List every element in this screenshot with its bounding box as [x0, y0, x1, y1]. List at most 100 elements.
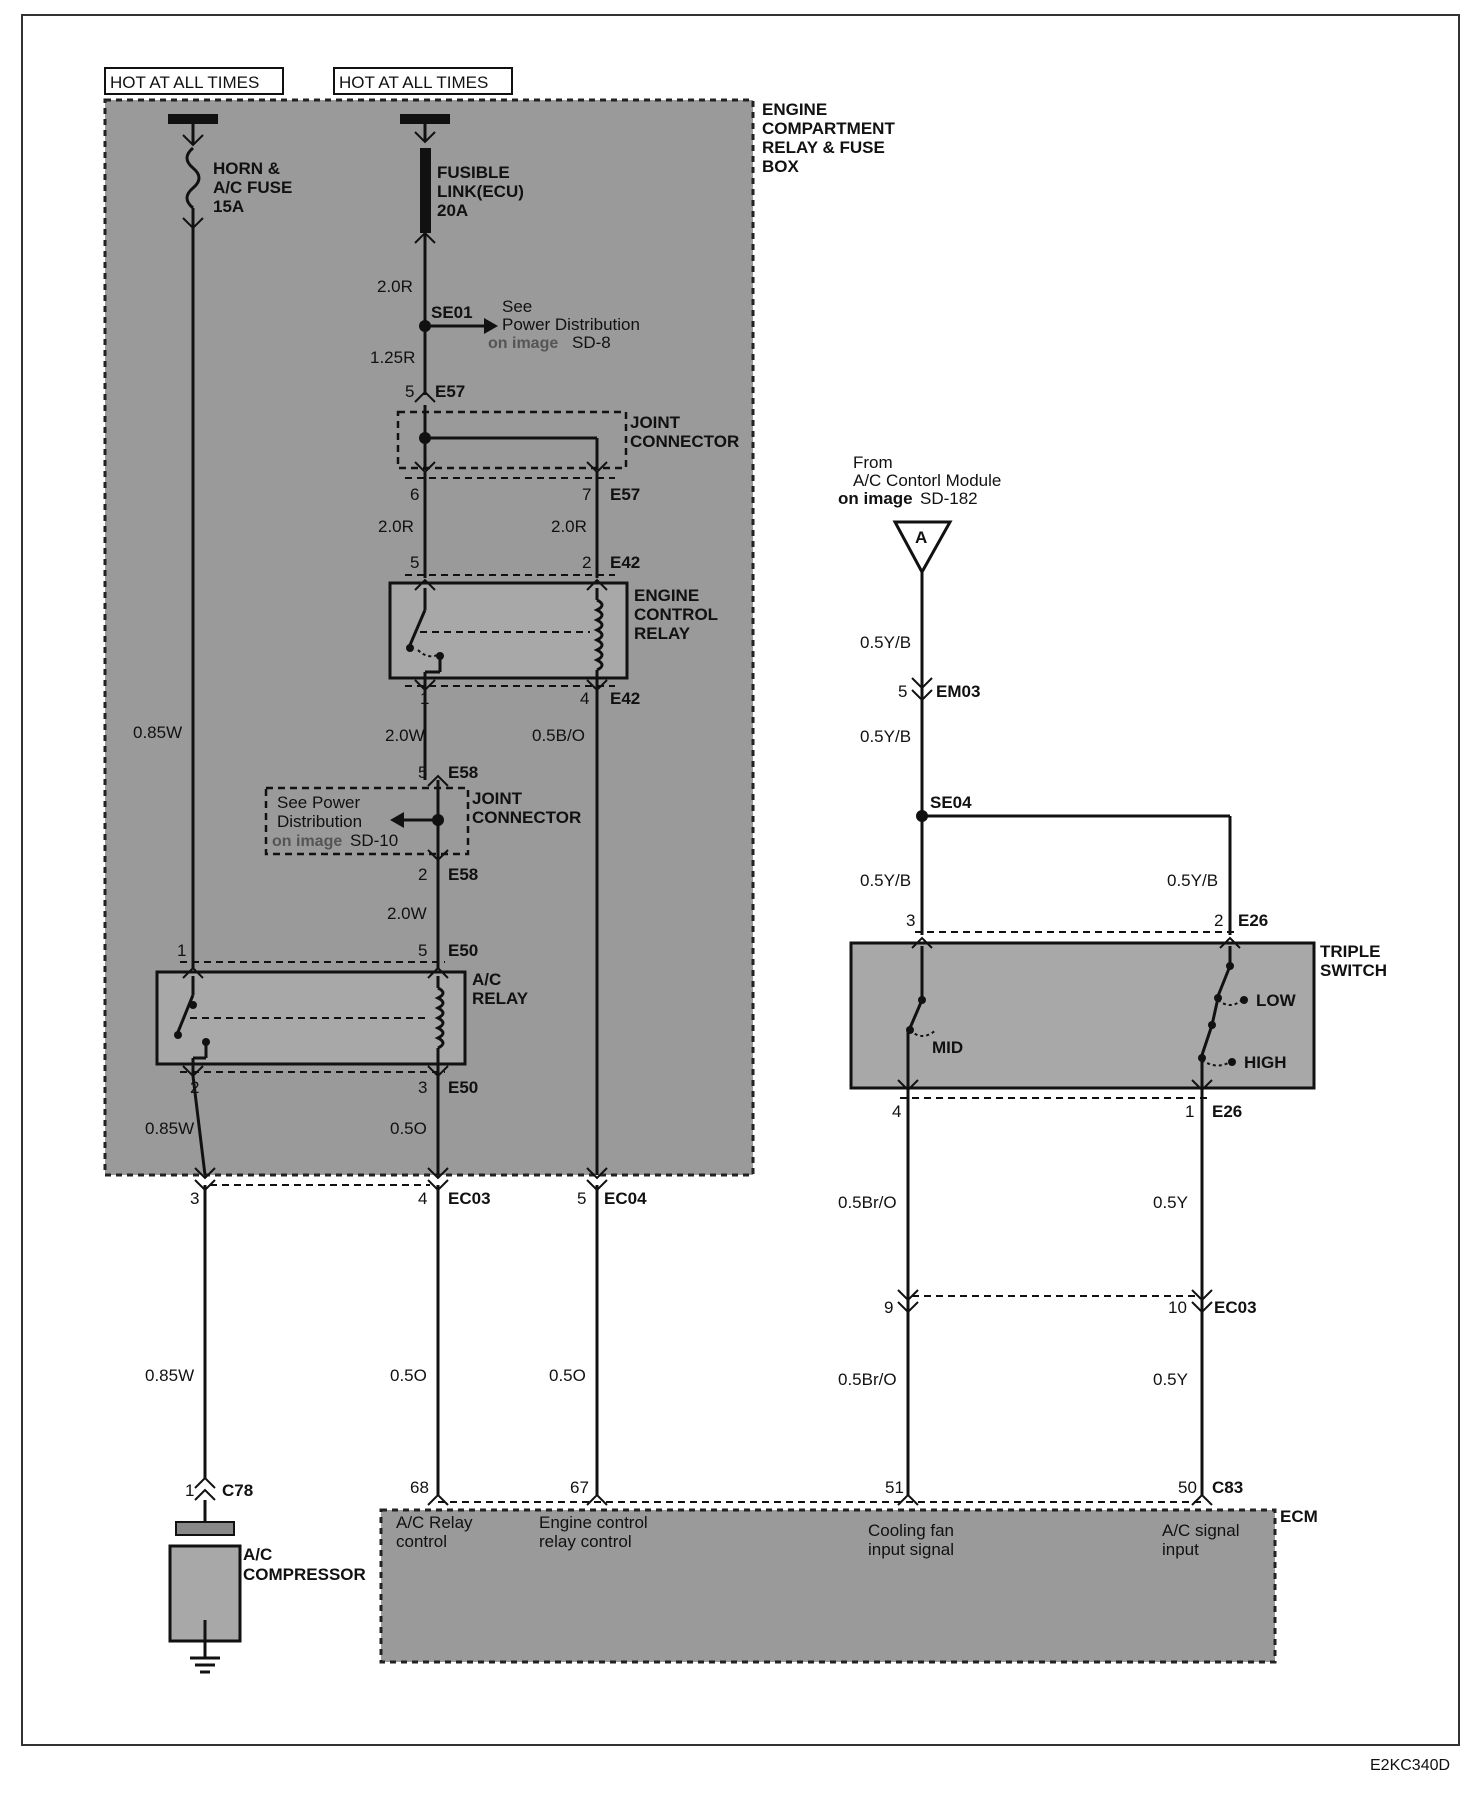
fuse1-label-2: 15A — [213, 197, 244, 216]
wire-label-085w-b: 0.85W — [145, 1119, 194, 1138]
figure-code: E2KC340D — [1370, 1757, 1450, 1774]
sd10-ref: SD-10 — [350, 831, 398, 850]
ac-relay-label-1: RELAY — [472, 989, 529, 1008]
wire-label-125r: 1.25R — [370, 348, 415, 367]
conn-ec04: EC04 — [604, 1189, 647, 1208]
ecm-label: ECM — [1280, 1507, 1318, 1526]
see-pd1-0: See — [502, 297, 532, 316]
pin-3-ec03: 3 — [190, 1189, 199, 1208]
wire-label-05y-a: 0.5Y — [1153, 1193, 1188, 1212]
wire-label-20r-c: 2.0R — [551, 517, 587, 536]
fuse2-label-0: FUSIBLE — [437, 163, 510, 182]
mid-switch-contact — [908, 999, 924, 1029]
fuse2-label-2: 20A — [437, 201, 468, 220]
fuse1-label-0: HORN & — [213, 159, 280, 178]
fuse1-label-1: A/C FUSE — [213, 178, 292, 197]
ecm-pin-fan-1: input signal — [868, 1540, 954, 1559]
conn-c78: C78 — [222, 1481, 253, 1500]
low-switch-contact — [1216, 965, 1232, 997]
wire-label-05yb-d: 0.5Y/B — [1167, 871, 1218, 890]
conn-e58-bottom: E58 — [448, 865, 478, 884]
ac-relay-label-0: A/C — [472, 970, 501, 989]
conn-e26-bottom: E26 — [1212, 1102, 1242, 1121]
pin-9-ec03: 9 — [884, 1298, 893, 1317]
se01-label: SE01 — [431, 303, 473, 322]
hot-label-1: HOT AT ALL TIMES — [110, 73, 259, 92]
triple-switch — [849, 941, 1316, 1090]
connector-a-label: A — [915, 528, 927, 547]
ecm-pin-ecr-1: relay control — [539, 1532, 632, 1551]
pin-6: 6 — [410, 485, 419, 504]
jc2-label-0: JOINT — [472, 789, 523, 808]
pin-5-e57: 5 — [405, 382, 414, 401]
low-label: LOW — [1256, 991, 1297, 1010]
wire-label-20r-b: 2.0R — [378, 517, 414, 536]
ecm-pin-ac-relay-1: control — [396, 1532, 447, 1551]
ecm-pin-fan-0: Cooling fan — [868, 1521, 954, 1540]
wire-label-05o-b: 0.5O — [390, 1366, 427, 1385]
hot-box-2 — [333, 67, 513, 95]
hot-box-1 — [104, 67, 284, 95]
from-acm-0: From — [853, 453, 893, 472]
from-acm-1: A/C Contorl Module — [853, 471, 1001, 490]
compressor-label-1: COMPRESSOR — [243, 1565, 366, 1584]
pin-5-ec04: 5 — [577, 1189, 586, 1208]
ecr-label-2: RELAY — [634, 624, 691, 643]
pin-4-e26: 4 — [892, 1102, 901, 1121]
high-label: HIGH — [1244, 1053, 1287, 1072]
pin-10-ec03: 10 — [1168, 1298, 1187, 1317]
high-switch-contact — [1200, 1024, 1214, 1056]
pin-2-e58: 2 — [418, 865, 427, 884]
ecm-pin-ac-signal-0: A/C signal — [1162, 1521, 1239, 1540]
pin-5-e58: 5 — [418, 763, 427, 782]
pin-5-e42: 5 — [410, 553, 419, 572]
ecr-label-1: CONTROL — [634, 605, 718, 624]
fusible-link-icon — [420, 148, 431, 233]
pin-1-e50: 1 — [177, 941, 186, 960]
ecm-pin-ac-signal-1: input — [1162, 1540, 1199, 1559]
relay-coil-icon — [593, 598, 604, 672]
hot-label-2: HOT AT ALL TIMES — [339, 73, 488, 92]
wire-label-085w-a: 0.85W — [133, 723, 182, 742]
wire-label-05o-a: 0.5O — [390, 1119, 427, 1138]
wire-label-20w-b: 2.0W — [387, 904, 427, 923]
connector-a-triangle — [892, 520, 953, 576]
wire-label-05bro-a: 0.5Br/O — [838, 1193, 897, 1212]
bus-bar-2 — [400, 114, 450, 124]
ecrfb-label-0: ENGINE — [762, 100, 827, 119]
pin-5-em03: 5 — [898, 682, 907, 701]
pin-4-e42: 4 — [580, 689, 589, 708]
wire-label-05yb-b: 0.5Y/B — [860, 727, 911, 746]
ecr-label-0: ENGINE — [634, 586, 699, 605]
conn-ec03-left: EC03 — [448, 1189, 491, 1208]
joint-connector-e58 — [264, 786, 470, 856]
wire-label-20w-a: 2.0W — [385, 726, 425, 745]
conn-e57-top: E57 — [435, 382, 465, 401]
conn-ec03-right: EC03 — [1214, 1298, 1257, 1317]
wire-label-20r-a: 2.0R — [377, 277, 413, 296]
wire-label-05y-b: 0.5Y — [1153, 1370, 1188, 1389]
sd8-ref: SD-8 — [572, 333, 611, 352]
jc1-label-1: CONNECTOR — [630, 432, 739, 451]
ac-relay-switch-contact — [176, 994, 195, 1033]
see-pd2-0: See Power — [277, 793, 360, 812]
ecrfb-label-3: BOX — [762, 157, 800, 176]
wire-label-05bo: 0.5B/O — [532, 726, 585, 745]
sd182-ref: SD-182 — [920, 489, 978, 508]
conn-e26-top: E26 — [1238, 911, 1268, 930]
pin-2-e26: 2 — [1214, 911, 1223, 930]
see-pd1-1: Power Distribution — [502, 315, 640, 334]
pin-1-e26: 1 — [1185, 1102, 1194, 1121]
se04-label: SE04 — [930, 793, 972, 812]
pin-3-e50: 3 — [418, 1078, 427, 1097]
compressor-clutch-icon — [175, 1521, 235, 1536]
ecrfb-label-2: RELAY & FUSE — [762, 138, 885, 157]
conn-e58-top: E58 — [448, 763, 478, 782]
pin-50: 50 — [1178, 1478, 1197, 1497]
page-frame — [21, 14, 1460, 1746]
ecm-pin-ac-relay-0: A/C Relay — [396, 1513, 473, 1532]
on-image-sd10: on image — [272, 833, 342, 850]
on-image-sd182: on image — [838, 489, 913, 508]
pin-5-e50: 5 — [418, 941, 427, 960]
fuse2-label-1: LINK(ECU) — [437, 182, 524, 201]
